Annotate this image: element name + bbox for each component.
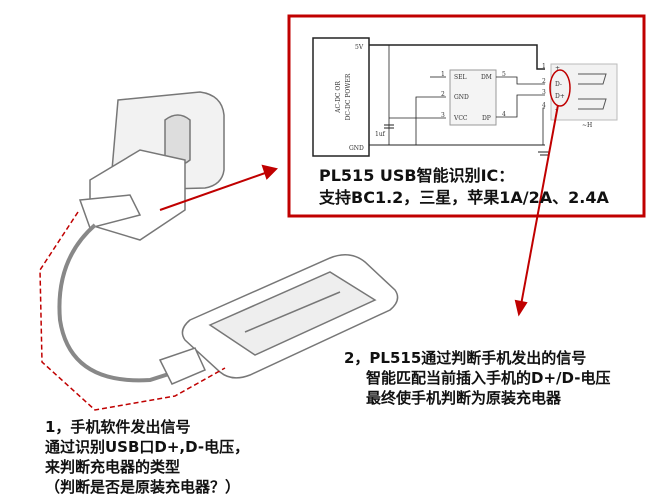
svg-text:~H: ~H — [582, 122, 592, 129]
arrows — [159, 104, 559, 317]
svg-text:AC-DC OR: AC-DC OR — [335, 81, 342, 114]
note-2-line: 智能匹配当前插入手机的D+/D-电压 — [366, 369, 611, 387]
svg-text:3: 3 — [542, 89, 546, 96]
svg-text:DP: DP — [482, 115, 491, 122]
wire-5v — [369, 44, 545, 70]
schematic-text: AC-DC OR DC-DC POWER 5V GND 1uf SEL GND … — [335, 44, 592, 152]
svg-text:3: 3 — [441, 112, 445, 119]
svg-text:D-: D- — [555, 81, 562, 88]
note-2-line: 最终使手机判断为原装充电器 — [366, 389, 562, 407]
ic-chip — [449, 69, 497, 126]
charger-illustration — [57, 91, 225, 383]
note-1: 1，手机软件发出信号 通过识别USB口D+,D-电压， 来判断充电器的类型 （判… — [45, 417, 249, 497]
svg-text:2: 2 — [441, 91, 445, 98]
svg-text:1: 1 — [542, 63, 546, 70]
power-box — [312, 37, 370, 157]
svg-text:4: 4 — [542, 102, 546, 109]
note-1-line: 1，手机软件发出信号 — [45, 418, 191, 436]
phone-illustration — [158, 254, 399, 385]
cable-dashed-outline — [39, 211, 226, 411]
svg-text:4: 4 — [502, 111, 506, 118]
svg-text:5: 5 — [502, 71, 506, 78]
note-2-line: 2，PL515通过判断手机发出的信号 — [344, 349, 587, 367]
svg-text:GND: GND — [454, 94, 469, 101]
ic-title: PL515 USB智能识别IC： — [319, 166, 515, 185]
svg-text:GND: GND — [349, 145, 364, 152]
svg-text:VCC: VCC — [453, 115, 468, 122]
note-1-line: 通过识别USB口D+,D-电压， — [45, 438, 250, 456]
svg-text:SEL: SEL — [454, 74, 466, 81]
svg-text:1: 1 — [441, 71, 445, 78]
note-1-line: 来判断充电器的类型 — [45, 458, 181, 476]
svg-text:+: + — [555, 65, 560, 72]
note-1-line: （判断是否是原装充电器？） — [45, 478, 241, 496]
ic-support: 支持BC1.2，三星，苹果1A/2A、2.4A — [319, 188, 609, 207]
svg-text:DM: DM — [481, 74, 492, 81]
ic-frame — [287, 14, 646, 218]
note-2: 2，PL515通过判断手机发出的信号 智能匹配当前插入手机的D+/D-电压 最终… — [344, 348, 610, 408]
dpdm-highlight — [549, 69, 571, 107]
schematic — [312, 37, 618, 157]
svg-text:D+: D+ — [555, 93, 565, 100]
svg-text:-: - — [555, 106, 557, 113]
svg-text:5V: 5V — [355, 44, 364, 51]
svg-text:2: 2 — [542, 78, 546, 85]
svg-text:1uf: 1uf — [375, 131, 386, 138]
svg-text:DC-DC POWER: DC-DC POWER — [345, 73, 352, 120]
usb-connector — [550, 63, 618, 121]
